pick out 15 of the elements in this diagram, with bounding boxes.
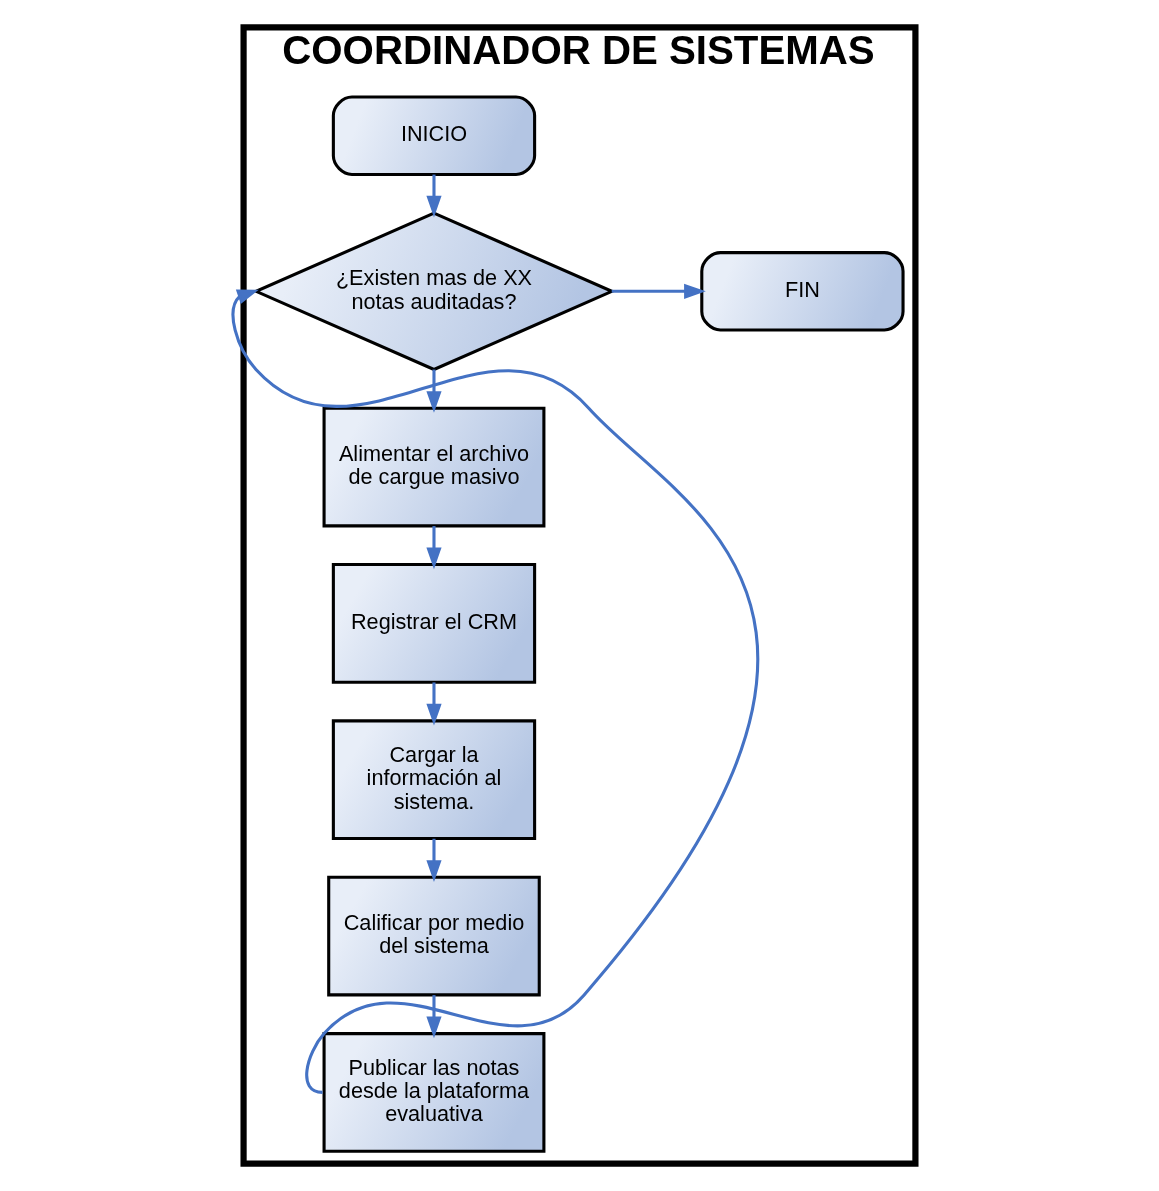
node-box: Cargar la información al sistema. (331, 719, 537, 841)
node-box: INICIO (331, 95, 537, 176)
node-box: FIN (700, 251, 905, 332)
arrow (426, 369, 442, 413)
arrow (426, 682, 442, 726)
node-box: Alimentar el archivo de cargue masivo (322, 406, 546, 528)
node-box: Publicar las notas desde la plataforma evaluativa (322, 1032, 546, 1153)
arrow (231, 289, 759, 1094)
arrow (426, 174, 442, 218)
arrow (426, 526, 442, 570)
node-box: Registrar el CRM (331, 563, 537, 684)
arrow (426, 838, 442, 882)
arrow (426, 995, 442, 1039)
node-box: Calificar por medio del sistema (327, 875, 541, 997)
arrow (611, 283, 706, 299)
